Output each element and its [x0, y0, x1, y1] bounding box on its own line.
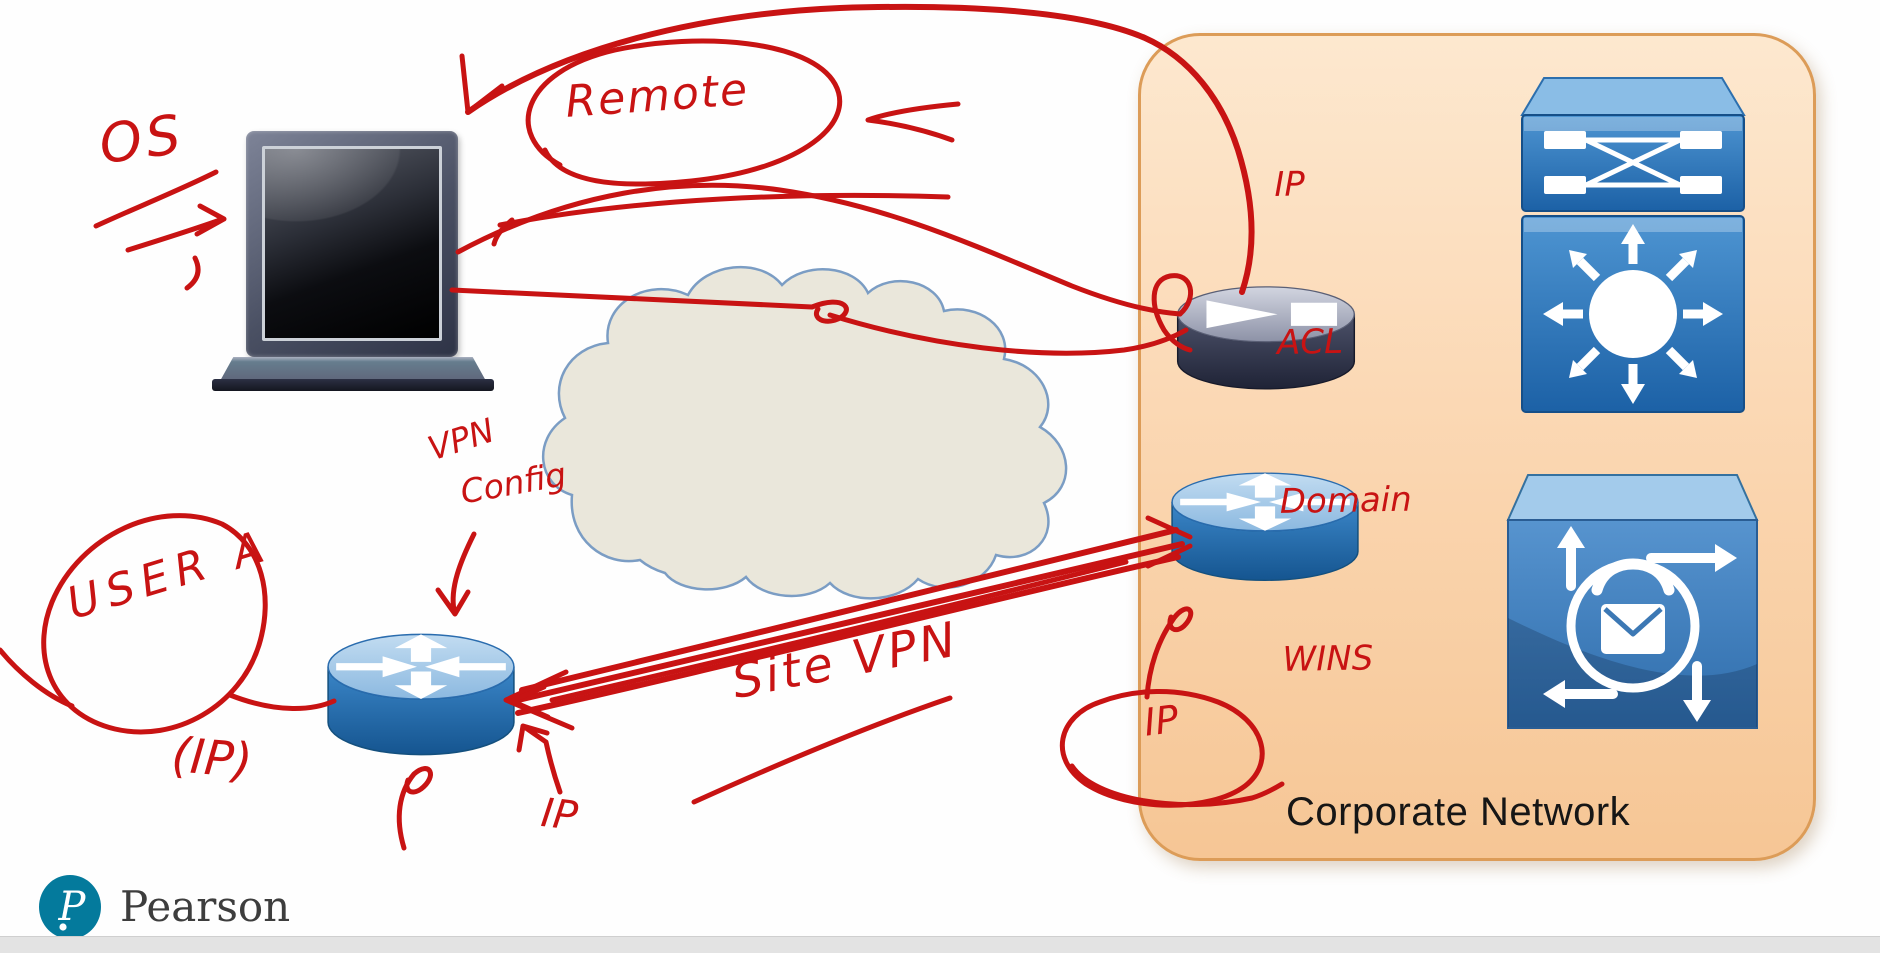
laptop-keyboard-base	[220, 357, 486, 381]
bottom-bar	[0, 936, 1880, 953]
user-a-connector-stroke	[227, 692, 337, 711]
list-item: IP	[1273, 164, 1306, 206]
switch-stack-icon	[1520, 77, 1746, 413]
left-up-arrow	[396, 766, 433, 851]
gateway-play-square-glyph	[1206, 300, 1338, 329]
os-underline-stroke	[93, 169, 219, 229]
internet-cloud-icon	[541, 265, 1068, 600]
return-arc-stroke	[465, 3, 1255, 295]
multilayer-switch-icon	[1543, 224, 1723, 404]
ip-upleft-arrow	[516, 723, 563, 795]
phone-envelope-cycle-icon	[1543, 526, 1737, 722]
ip-small-label: IP	[538, 790, 580, 841]
site-vpn-label: Site VPN	[727, 611, 964, 711]
remote-underline-stroke	[491, 192, 951, 247]
remote-pointer-arrow	[865, 101, 961, 143]
svg-text:P: P	[58, 884, 87, 930]
laptop-base-edge	[212, 379, 494, 391]
ip-paren-label: (IP)	[169, 727, 255, 790]
user-a-tail-stroke	[0, 647, 75, 709]
switch-crossbar-icon	[1584, 137, 1682, 188]
router-arrows-glyph	[1180, 473, 1350, 531]
phone-handset-glyph	[1591, 558, 1675, 596]
cube-top-face	[1506, 474, 1759, 521]
gateway-services-list: IP ACL Domain WINS	[1272, 52, 1417, 792]
vpn-gateway-icon	[1176, 286, 1356, 390]
switch-gloss	[1524, 117, 1742, 131]
list-item: WINS	[1282, 637, 1374, 680]
laptop-screen-bezel	[246, 131, 458, 357]
cloud-outline	[541, 265, 1068, 600]
switch-crossbar-ports	[1544, 131, 1722, 194]
laptop-screen-glass	[262, 146, 442, 341]
os-arrow-stroke	[125, 203, 227, 291]
vpn-config-arrow	[435, 531, 477, 617]
pearson-logo-icon: P	[39, 875, 101, 939]
corporate-network-label: Corporate Network	[1286, 790, 1631, 834]
cycle-arrowheads	[1543, 526, 1737, 722]
cycle-arrows	[1556, 539, 1724, 709]
envelope-flap	[1603, 607, 1663, 637]
branch-router-icon	[327, 633, 515, 756]
corporate-router-icon	[1171, 472, 1359, 581]
ip-circled-label: IP	[1141, 696, 1181, 745]
pearson-wordmark: Pearson	[120, 882, 291, 931]
router-arrows-glyph	[336, 634, 506, 700]
switch-top-face	[1520, 77, 1746, 116]
unified-communications-icon	[1506, 474, 1759, 729]
user-a-label: USER A	[61, 519, 278, 630]
vpn-label: VPN	[423, 410, 500, 469]
list-item: Domain	[1279, 479, 1413, 522]
remote-label: Remote	[563, 64, 751, 128]
return-arc-arrowhead	[459, 53, 505, 115]
os-label: OS	[95, 102, 189, 177]
site-vpn-underline	[691, 695, 953, 805]
list-item: ACL	[1276, 322, 1344, 364]
